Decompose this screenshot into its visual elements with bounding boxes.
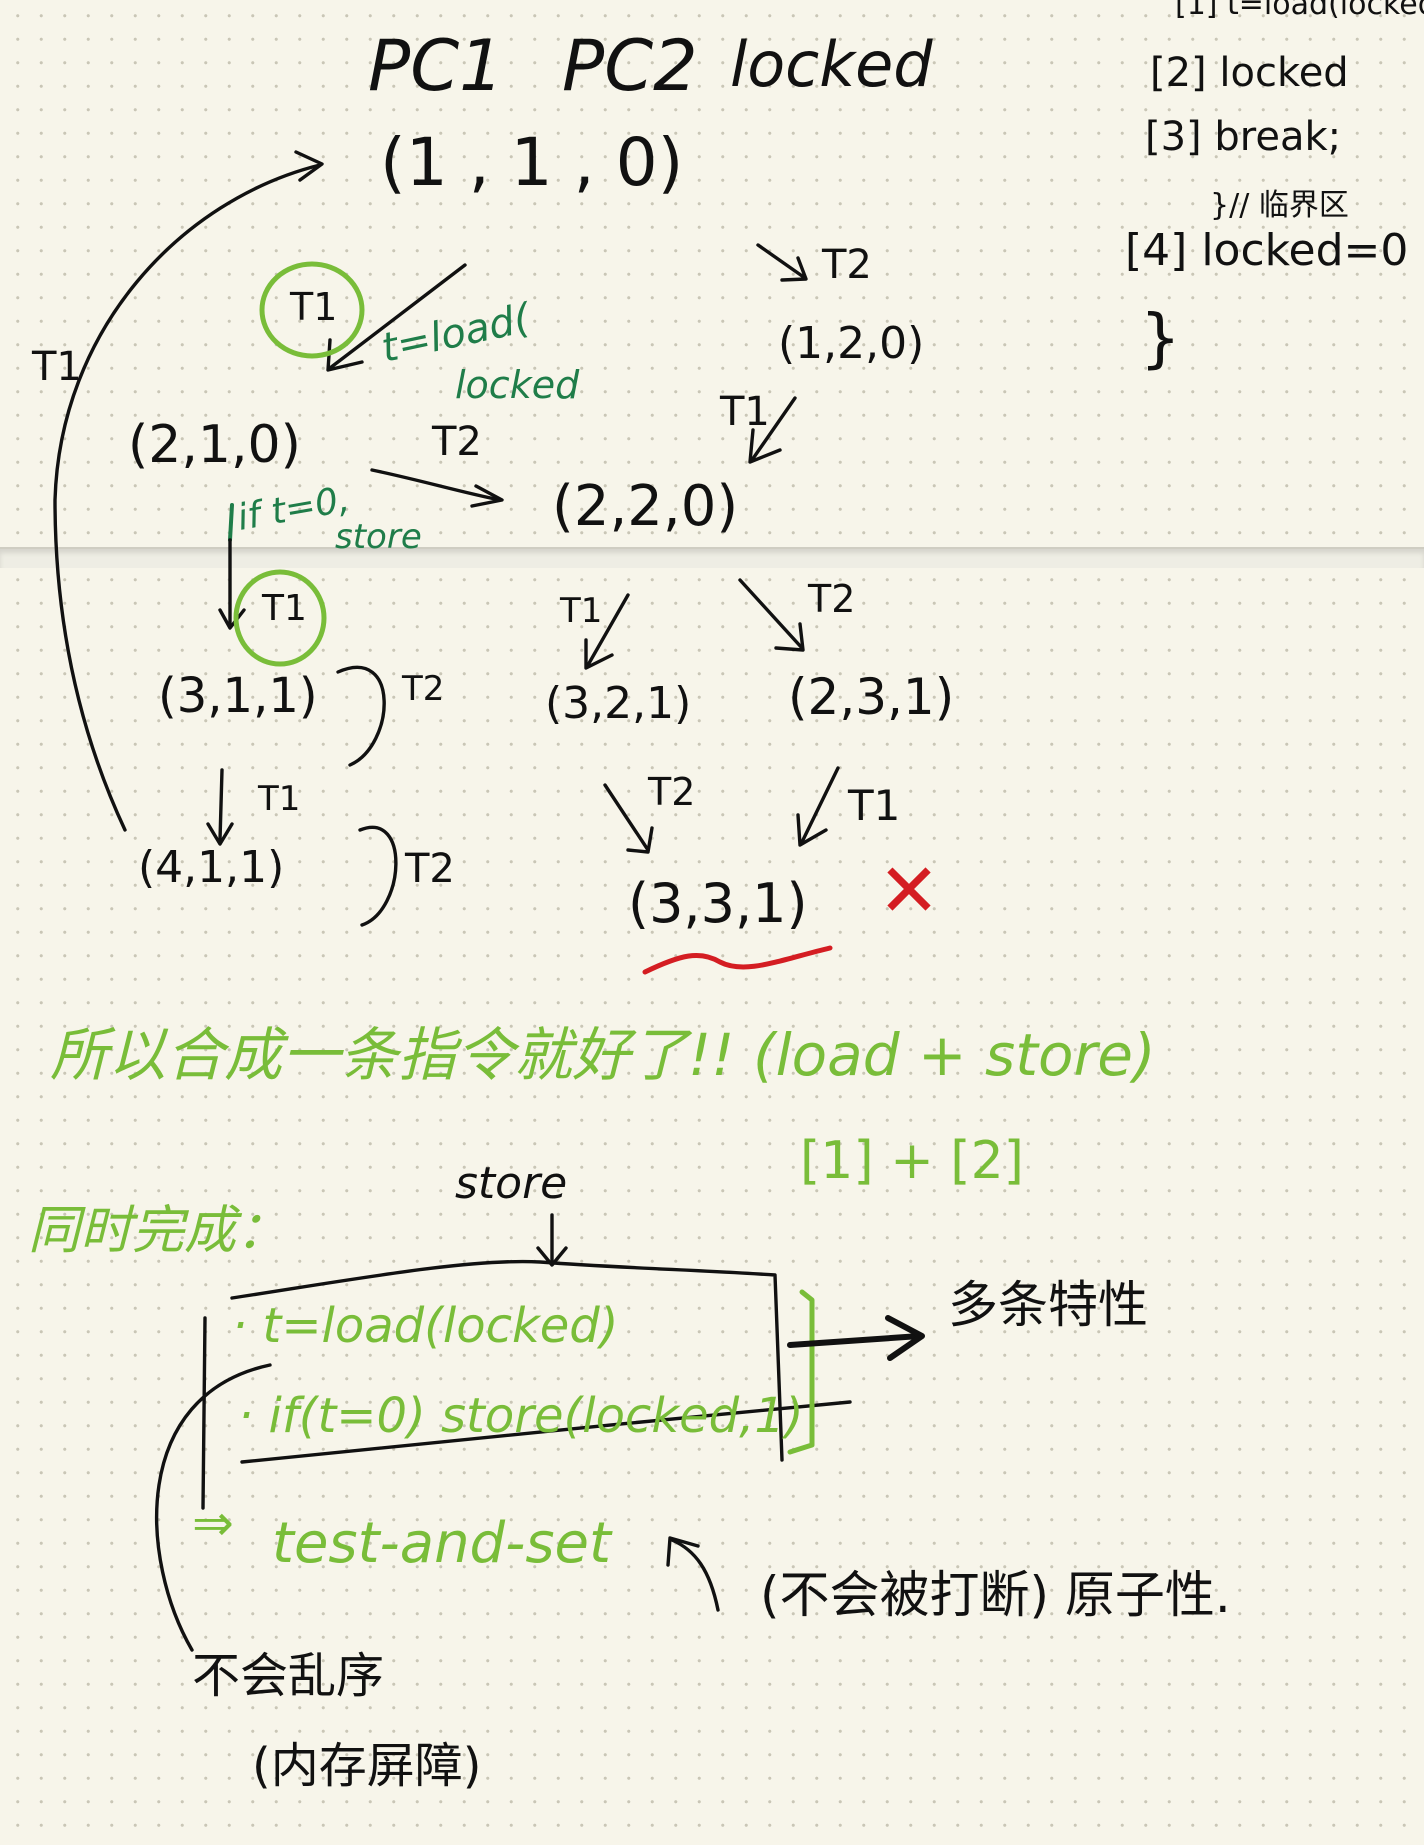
store-label: store [455, 1158, 567, 1209]
box-underline [240, 1400, 852, 1464]
state-321: (3,2,1) [545, 678, 691, 729]
tas-arrow: ⇒ [192, 1494, 234, 1552]
arrow-t1-loop-back [53, 163, 322, 832]
arrow-311-to-411 [218, 768, 224, 842]
self-loop-311 [336, 665, 386, 767]
green-brace [787, 1289, 815, 1455]
red-underline-331 [642, 945, 833, 975]
label-t1-d: T1 [257, 779, 300, 819]
state-initial: (1 , 1 , 0) [380, 124, 683, 201]
multiplicity-label: 多条特性 [948, 1276, 1148, 1334]
arrow-head-loop [294, 150, 324, 182]
box-line1: · t=load(locked) [232, 1298, 618, 1354]
label-t2-c: T2 [807, 577, 855, 621]
atomic-label: (不会被打断) 原子性. [760, 1566, 1231, 1624]
arrow-220-to-231 [738, 578, 804, 650]
label-t2-self-a: T2 [401, 669, 444, 709]
arrow-head-220-b [748, 428, 782, 464]
box-line2: · if(t=0) store(locked,1) [238, 1388, 804, 1444]
header-pc2: PC2 [562, 25, 698, 107]
arrow-head-store [536, 1246, 568, 1267]
arrow-head-atomic [666, 1536, 700, 1567]
note-locked: locked [455, 363, 580, 407]
green-bar-if [228, 503, 234, 542]
arrow-head-331-b [796, 813, 828, 847]
header-locked: locked [730, 28, 933, 101]
state-231: (2,3,1) [788, 668, 954, 726]
label-t1-circled-b: T1 [261, 588, 307, 629]
code-line1: [1] t=load(locked) [1175, 0, 1424, 22]
conclusion-main: 所以合成一条指令就好了!! (load + store) [50, 1021, 1156, 1089]
sync-label: 同时完成： [28, 1201, 288, 1261]
note-load: t=load( [378, 295, 537, 372]
code-line4: [4] locked=0 [1125, 225, 1408, 276]
arrow-init-to-120 [756, 243, 807, 280]
arrow-head-321 [584, 638, 614, 670]
state-220: (2,2,0) [552, 474, 738, 539]
state-331: (3,3,1) [628, 872, 808, 935]
curve-to-tas [155, 1363, 272, 1652]
self-loop-411 [358, 825, 398, 927]
box-bracket [230, 1259, 784, 1462]
state-311: (3,1,1) [158, 668, 318, 724]
arrow-head-220-a [470, 484, 504, 508]
arrow-120-to-220 [750, 396, 797, 462]
state-411: (4,1,1) [138, 842, 284, 893]
arrow-head-331-a [626, 826, 654, 854]
code-line2: [2] locked [1150, 50, 1349, 96]
arrow-head-231 [774, 622, 805, 652]
no-reorder-2: (内存屏障) [252, 1738, 481, 1794]
arrow-head-210 [326, 338, 364, 372]
arrow-head-311 [218, 608, 246, 630]
label-t1-c: T1 [559, 591, 602, 631]
code-line3-note: }// 临界区 [1210, 188, 1349, 223]
arrow-220-to-321 [586, 593, 630, 667]
no-reorder-1: 不会乱序 [192, 1648, 384, 1704]
green-circle-t1-b [233, 569, 327, 667]
code-close-brace: } [1140, 302, 1181, 376]
arrow-321-to-331 [603, 783, 650, 852]
label-t1-circled-a: T1 [289, 285, 337, 329]
arrow-head-multiplicity [885, 1315, 925, 1361]
green-circle-t1-a [259, 261, 365, 359]
header-pc1: PC1 [368, 25, 504, 107]
note-store: store [335, 517, 422, 557]
arrow-231-to-331 [800, 766, 840, 844]
box-left-line [201, 1316, 207, 1510]
page-divider [0, 547, 1424, 568]
label-t1-left: T1 [31, 344, 82, 390]
error-mark: ✕ [878, 848, 940, 934]
arrow-210-to-220 [370, 468, 502, 502]
arrow-atomic [670, 1538, 720, 1612]
tas-label: test-and-set [272, 1511, 613, 1576]
state-210: (2,1,0) [128, 415, 301, 475]
conclusion-sub: [1] + [2] [800, 1131, 1024, 1191]
label-t1-b: T1 [719, 389, 770, 435]
arrow-head-120 [780, 256, 808, 282]
arrow-head-411 [206, 822, 234, 846]
arrow-init-to-210 [328, 263, 467, 370]
arrow-to-multiplicity [787, 1333, 923, 1348]
label-t1-e: T1 [847, 781, 900, 830]
label-t2-d: T2 [647, 770, 695, 814]
label-t2-a: T2 [821, 242, 872, 288]
label-t2-self-b: T2 [404, 846, 455, 892]
label-t2-b: T2 [431, 419, 482, 465]
code-line3: [3] break; [1145, 114, 1341, 160]
state-120: (1,2,0) [778, 318, 924, 369]
